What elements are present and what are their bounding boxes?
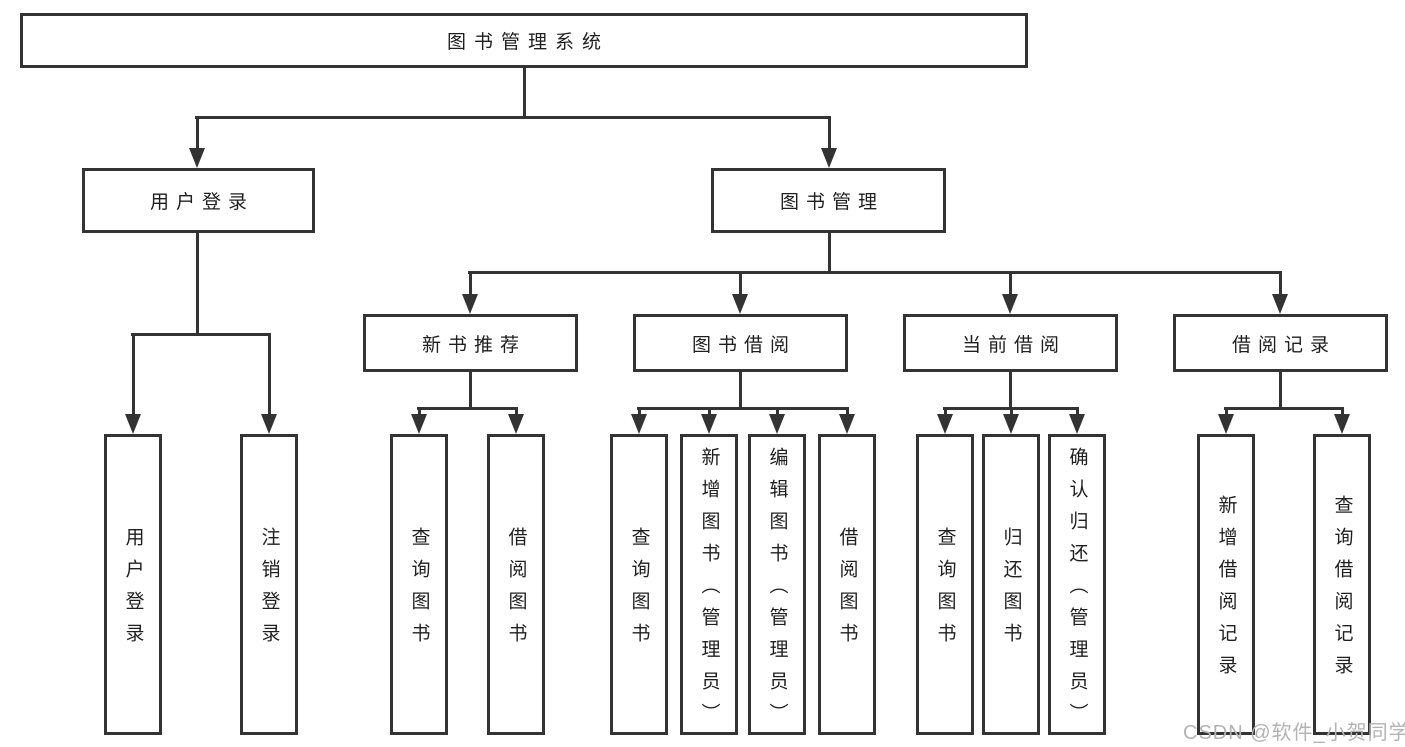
connector-line	[514, 407, 518, 417]
connector-line	[707, 407, 711, 417]
connector-line	[827, 232, 831, 273]
node-new-book-recommend: 新书推荐	[363, 314, 578, 372]
arrow-down-icon	[125, 414, 141, 434]
node-label: 借阅记录	[1231, 334, 1336, 356]
connector-line	[637, 407, 641, 417]
node-label: 图书管理	[779, 192, 884, 213]
node-user-login: 用户登录	[82, 168, 315, 233]
node-label: 查询图书	[408, 527, 430, 655]
arrow-down-icon	[1334, 414, 1350, 434]
node-label: 确认归还（管理员）	[1066, 447, 1088, 735]
arrow-down-icon	[1069, 414, 1085, 434]
node-label: 用户登录	[122, 527, 144, 655]
connector-line	[738, 271, 742, 297]
connector-line	[1075, 407, 1079, 417]
node-label: 借阅图书	[505, 527, 527, 655]
connector-line	[1009, 407, 1013, 417]
leaf-user-login: 用户登录	[104, 434, 162, 735]
leaf-query-books-1: 查询图书	[390, 434, 448, 735]
node-label: 新书推荐	[421, 334, 526, 356]
connector-line	[195, 116, 199, 152]
node-label: 用户登录	[149, 192, 254, 213]
leaf-logout: 注销登录	[240, 434, 298, 735]
node-label: 图书借阅	[691, 334, 796, 356]
node-label: 注销登录	[258, 527, 280, 655]
connector-line	[1278, 371, 1282, 409]
watermark: CSDN @软件_小贺同学	[1183, 722, 1405, 744]
arrow-down-icon	[839, 414, 855, 434]
leaf-query-books-2: 查询图书	[610, 434, 668, 735]
arrow-down-icon	[732, 294, 748, 314]
connector-line	[775, 407, 779, 417]
connector-line	[131, 333, 135, 416]
arrow-down-icon	[1218, 414, 1234, 434]
node-borrow-records: 借阅记录	[1173, 314, 1388, 372]
node-label: 新增图书（管理员）	[698, 447, 720, 735]
connector-line	[827, 116, 831, 152]
leaf-add-borrow-record: 新增借阅记录	[1197, 434, 1255, 735]
arrow-down-icon	[462, 294, 478, 314]
node-book-management: 图书管理	[711, 168, 946, 233]
arrow-down-icon	[631, 414, 647, 434]
arrow-down-icon	[1272, 294, 1288, 314]
arrow-down-icon	[1003, 414, 1019, 434]
node-label: 当前借阅	[961, 334, 1066, 356]
connector-line	[1278, 271, 1282, 297]
connector-line	[1224, 407, 1228, 417]
arrow-down-icon	[1002, 294, 1018, 314]
leaf-query-borrow-record: 查询借阅记录	[1313, 434, 1371, 735]
leaf-confirm-return-admin: 确认归还（管理员）	[1048, 434, 1106, 735]
leaf-borrow-books-2: 借阅图书	[818, 434, 876, 735]
connector-line	[943, 406, 1079, 410]
node-label: 借阅图书	[836, 527, 858, 655]
connector-line	[1224, 406, 1344, 410]
connector-line	[267, 333, 271, 416]
connector-line	[738, 371, 742, 409]
node-label: 查询图书	[628, 527, 650, 655]
node-label: 图书管理系统	[446, 32, 609, 53]
arrow-down-icon	[508, 414, 524, 434]
arrow-down-icon	[189, 148, 205, 168]
leaf-add-books-admin: 新增图书（管理员）	[680, 434, 738, 735]
connector-line	[195, 232, 199, 335]
connector-line	[1008, 271, 1012, 297]
connector-line	[417, 407, 421, 417]
connector-line	[417, 406, 518, 410]
arrow-down-icon	[821, 148, 837, 168]
arrow-down-icon	[261, 414, 277, 434]
connector-line	[195, 115, 831, 119]
connector-line	[845, 407, 849, 417]
leaf-query-books-3: 查询图书	[916, 434, 974, 735]
connector-line	[1340, 407, 1344, 417]
connector-line	[468, 371, 472, 409]
arrow-down-icon	[411, 414, 427, 434]
leaf-edit-books-admin: 编辑图书（管理员）	[748, 434, 806, 735]
connector-line	[522, 67, 526, 117]
connector-line	[468, 271, 472, 297]
node-label: 查询图书	[934, 527, 956, 655]
node-library-management-system: 图书管理系统	[20, 13, 1028, 68]
leaf-return-books: 归还图书	[982, 434, 1040, 735]
node-current-borrow: 当前借阅	[903, 314, 1118, 372]
connector-line	[468, 270, 1282, 274]
connector-line	[637, 406, 849, 410]
node-label: 查询借阅记录	[1331, 495, 1353, 687]
node-label: 编辑图书（管理员）	[766, 447, 788, 735]
arrow-down-icon	[769, 414, 785, 434]
node-book-borrow: 图书借阅	[633, 314, 848, 372]
connector-line	[943, 407, 947, 417]
arrow-down-icon	[937, 414, 953, 434]
arrow-down-icon	[701, 414, 717, 434]
node-label: 归还图书	[1000, 527, 1022, 655]
leaf-borrow-books-1: 借阅图书	[487, 434, 545, 735]
connector-line	[1008, 371, 1012, 409]
node-label: 新增借阅记录	[1215, 495, 1237, 687]
connector-line	[131, 332, 271, 336]
